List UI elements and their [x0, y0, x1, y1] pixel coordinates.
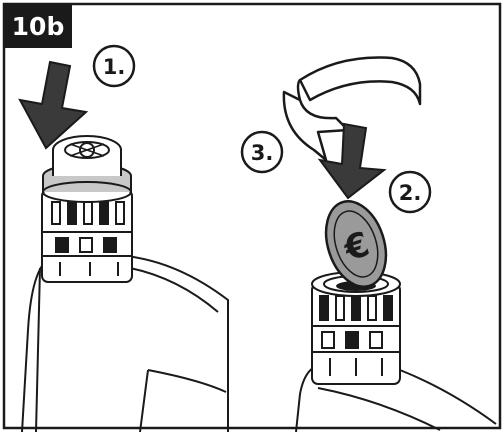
cartridge-right [312, 272, 400, 384]
step-label-1: 1. [103, 55, 126, 79]
step-badge-2: 2. [390, 172, 430, 212]
cartridge-left [42, 136, 132, 282]
figure-tag: 10b [4, 4, 72, 48]
step-badge-1: 1. [94, 46, 134, 86]
step-badge-3: 3. [242, 132, 282, 172]
figure-tag-label: 10b [12, 12, 65, 41]
step-label-2: 2. [399, 181, 422, 205]
step-label-3: 3. [251, 141, 274, 165]
